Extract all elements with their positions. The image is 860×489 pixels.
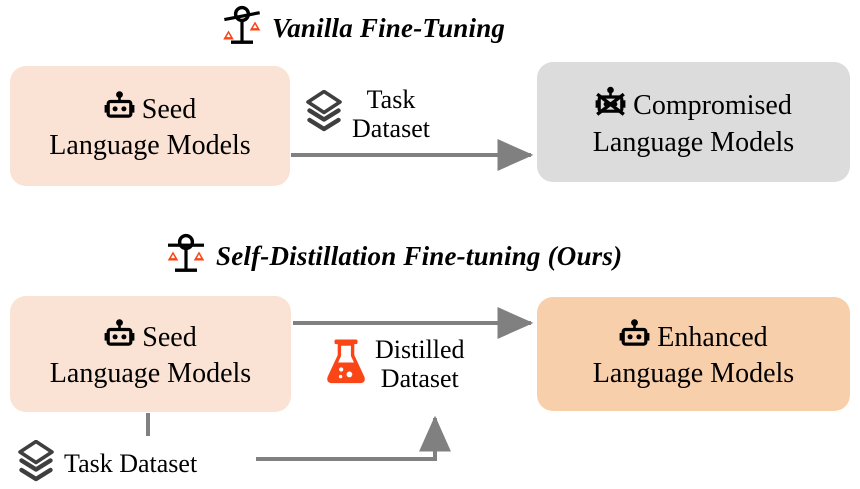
box-line-1: Enhanced	[619, 318, 768, 356]
section-title-self-distillation: Self-Distillation Fine-tuning (Ours)	[166, 232, 622, 281]
connector-label-text: Task Dataset	[352, 85, 430, 143]
box-label-line-2: Language Models	[592, 358, 795, 389]
box-line-2: Language Models	[50, 358, 251, 389]
arrow-task-dataset-elbow-up	[256, 415, 451, 461]
robot-icon	[104, 318, 135, 356]
input-label-task-dataset-distill: Task Dataset	[18, 439, 198, 489]
box-label-line-1: Enhanced	[657, 321, 768, 353]
connector-label-distilled-dataset: Distilled Dataset	[327, 335, 465, 393]
scale-warning-icon	[222, 4, 262, 53]
input-label-text: Task Dataset	[64, 449, 198, 478]
layers-stack-icon	[18, 439, 54, 489]
connector-label-task-dataset-vanilla: Task Dataset	[306, 85, 430, 143]
box-label-line-2: Language Models	[49, 130, 251, 161]
box-compromised-language-models: Compromised Language Models	[537, 62, 850, 182]
section-title-vanilla: Vanilla Fine-Tuning	[222, 4, 505, 53]
box-seed-language-models-vanilla: Seed Language Models	[10, 66, 290, 186]
box-line-2: Language Models	[49, 130, 250, 161]
box-line-1: Seed	[104, 318, 197, 356]
box-label-line-1: Compromised	[633, 89, 792, 121]
robot-icon	[104, 90, 135, 128]
box-enhanced-language-models: Enhanced Language Models	[537, 297, 850, 411]
box-label-line-2: Language Models	[592, 126, 795, 158]
box-line-2: Language Models	[593, 127, 794, 158]
box-label-line-1: Seed	[142, 321, 197, 353]
layers-stack-icon	[306, 89, 342, 139]
box-line-2: Language Models	[593, 358, 794, 389]
robot-crossed-out-icon	[595, 86, 626, 124]
connector-label-text: Distilled Dataset	[375, 335, 465, 393]
flask-icon	[327, 338, 365, 391]
box-seed-language-models-distill: Seed Language Models	[10, 296, 291, 412]
scale-warning-icon	[166, 232, 206, 281]
box-label-line-1: Seed	[141, 93, 197, 125]
section-title-text: Self-Distillation Fine-tuning (Ours)	[216, 241, 623, 271]
connector-label-line-1: Distilled	[375, 335, 465, 364]
robot-icon	[619, 318, 650, 356]
box-line-1: Compromised	[595, 86, 792, 124]
connector-label-line-1: Task	[366, 85, 416, 114]
connector-label-line-2: Dataset	[380, 363, 459, 393]
section-title-text: Vanilla Fine-Tuning	[272, 13, 506, 43]
box-label-line-2: Language Models	[49, 358, 252, 389]
connector-label-line-2: Dataset	[352, 113, 430, 143]
box-line-1: Seed	[104, 90, 197, 128]
